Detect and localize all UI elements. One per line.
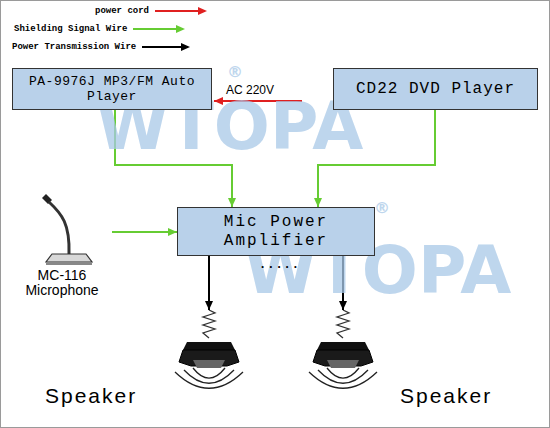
watermark-mark: ® <box>374 198 390 217</box>
mic-base <box>46 254 92 262</box>
legend-arrow <box>133 24 185 34</box>
amplifier-box: Mic Power Amplifier <box>177 207 375 256</box>
legend-row: Power Transmission Wire <box>12 42 190 52</box>
speaker-node: Speaker <box>40 310 265 418</box>
node-text: PA-9976J MP3/FM Auto Player <box>25 74 200 104</box>
node-text: Speaker <box>400 384 492 408</box>
legend-text: Power Transmission Wire <box>12 42 136 52</box>
speaker-top <box>317 342 369 350</box>
speaker-spring <box>337 310 349 338</box>
legend-text: Shielding Signal Wire <box>14 24 127 34</box>
speaker-grille <box>327 360 359 368</box>
legend-text: power cord <box>95 6 149 16</box>
mic-base-edge <box>46 262 92 265</box>
microphone-icon <box>12 188 112 268</box>
ellipsis-label: ..... <box>259 258 300 272</box>
speaker-top <box>183 342 235 350</box>
node-text: MC-116 Microphone <box>12 268 112 299</box>
legend-line <box>133 28 183 30</box>
speaker-icon <box>293 310 393 410</box>
voltage-label: AC 220V <box>226 83 274 97</box>
legend-arrow <box>142 42 190 52</box>
legend-row: Shielding Signal Wire <box>14 24 185 34</box>
legend-arrowhead <box>176 25 185 33</box>
legend-row: power cord <box>95 6 207 16</box>
legend-arrow <box>155 6 207 16</box>
speaker-icon <box>159 310 259 410</box>
microphone-node: MC-116 Microphone <box>12 188 112 300</box>
node-text: CD22 DVD Player <box>356 80 515 98</box>
signal-wire <box>112 231 177 233</box>
speaker-wire <box>208 256 210 310</box>
sound-wave <box>193 368 225 378</box>
speaker-node: Speaker <box>290 310 515 418</box>
speaker-spring <box>203 310 215 338</box>
sound-wave <box>184 370 234 383</box>
speaker-grille <box>193 360 225 368</box>
node-text: Speaker <box>45 384 137 408</box>
node-text: Mic Power Amplifier <box>186 213 366 250</box>
legend-arrowhead <box>198 7 207 15</box>
device-box: PA-9976J MP3/FM Auto Player <box>12 68 212 110</box>
watermark-mark: ® <box>227 62 243 81</box>
legend-line <box>155 10 205 12</box>
sound-wave <box>175 372 243 388</box>
sound-wave <box>318 370 368 383</box>
mic-gooseneck <box>49 202 69 254</box>
sound-wave <box>309 372 377 388</box>
device-box: CD22 DVD Player <box>333 68 538 110</box>
sound-wave <box>327 368 359 378</box>
legend-arrowhead <box>181 43 190 51</box>
